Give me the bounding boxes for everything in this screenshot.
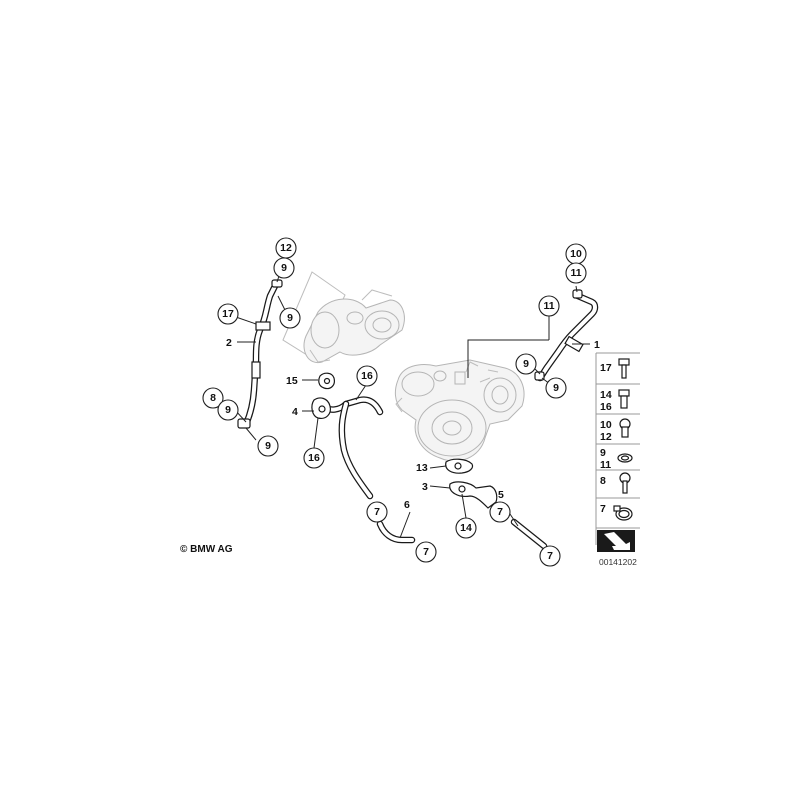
callout-7: 7 xyxy=(415,541,437,563)
oil-return-line-left xyxy=(311,372,384,500)
svg-text:9: 9 xyxy=(225,404,231,416)
callout-7: 7 xyxy=(539,545,561,567)
callout-11: 11 xyxy=(565,262,587,284)
svg-text:7: 7 xyxy=(547,550,553,562)
callout-9: 9 xyxy=(545,377,567,399)
svg-text:9: 9 xyxy=(523,358,529,370)
callout-16: 16 xyxy=(303,447,325,469)
turbocharger-right-illustration xyxy=(394,348,525,462)
callout-9: 9 xyxy=(217,399,239,421)
label-15: 15 xyxy=(286,375,298,387)
callout-8: 8 xyxy=(202,387,224,409)
oil-return-flange-assembly xyxy=(445,458,498,509)
label-1: 1 xyxy=(594,339,600,351)
svg-text:16: 16 xyxy=(308,452,320,464)
callout-7: 7 xyxy=(489,501,511,523)
svg-text:12: 12 xyxy=(280,242,292,254)
hose-5 xyxy=(510,518,548,550)
svg-text:16: 16 xyxy=(361,370,373,382)
banjo-bolt-icon xyxy=(618,389,630,409)
svg-text:7: 7 xyxy=(423,546,429,558)
screw-icon xyxy=(619,472,631,494)
svg-text:17: 17 xyxy=(222,308,234,320)
hollow-bolt-icon xyxy=(619,418,631,438)
svg-text:8: 8 xyxy=(210,392,216,404)
svg-text:9: 9 xyxy=(281,262,287,274)
legend-label-8: 8 xyxy=(600,475,606,487)
hose-clamp-icon xyxy=(613,505,633,521)
callout-17: 17 xyxy=(217,303,239,325)
callout-16: 16 xyxy=(356,365,378,387)
label-13: 13 xyxy=(416,462,428,474)
svg-text:9: 9 xyxy=(553,382,559,394)
svg-text:9: 9 xyxy=(287,312,293,324)
callout-9: 9 xyxy=(515,353,537,375)
svg-text:7: 7 xyxy=(497,506,503,518)
label-4: 4 xyxy=(292,406,298,418)
callout-10: 10 xyxy=(565,243,587,265)
label-2: 2 xyxy=(226,337,232,349)
callout-9: 9 xyxy=(273,257,295,279)
reference-arrow-icon xyxy=(597,530,635,552)
callout-7: 7 xyxy=(366,501,388,523)
svg-text:7: 7 xyxy=(374,506,380,518)
legend-label-17: 17 xyxy=(600,362,612,374)
label-5: 5 xyxy=(498,489,504,501)
reference-number: 00141202 xyxy=(599,557,637,567)
hose-6 xyxy=(376,520,416,544)
svg-text:10: 10 xyxy=(570,248,582,260)
callout-11: 11 xyxy=(538,295,560,317)
label-6: 6 xyxy=(404,499,410,511)
legend-label-7: 7 xyxy=(600,503,606,515)
seal-ring-icon xyxy=(617,453,633,463)
callout-9: 9 xyxy=(279,307,301,329)
bolt-icon xyxy=(618,358,630,379)
oil-feed-line-left xyxy=(237,279,283,429)
svg-text:9: 9 xyxy=(265,440,271,452)
svg-text:11: 11 xyxy=(543,300,554,312)
label-3: 3 xyxy=(422,481,428,493)
svg-text:14: 14 xyxy=(460,522,472,534)
svg-text:11: 11 xyxy=(570,267,581,279)
callout-12: 12 xyxy=(275,237,297,259)
callout-9: 9 xyxy=(257,435,279,457)
turbocharger-left-illustration xyxy=(282,271,405,364)
callout-14: 14 xyxy=(455,517,477,539)
copyright-text: © BMW AG xyxy=(180,544,233,555)
